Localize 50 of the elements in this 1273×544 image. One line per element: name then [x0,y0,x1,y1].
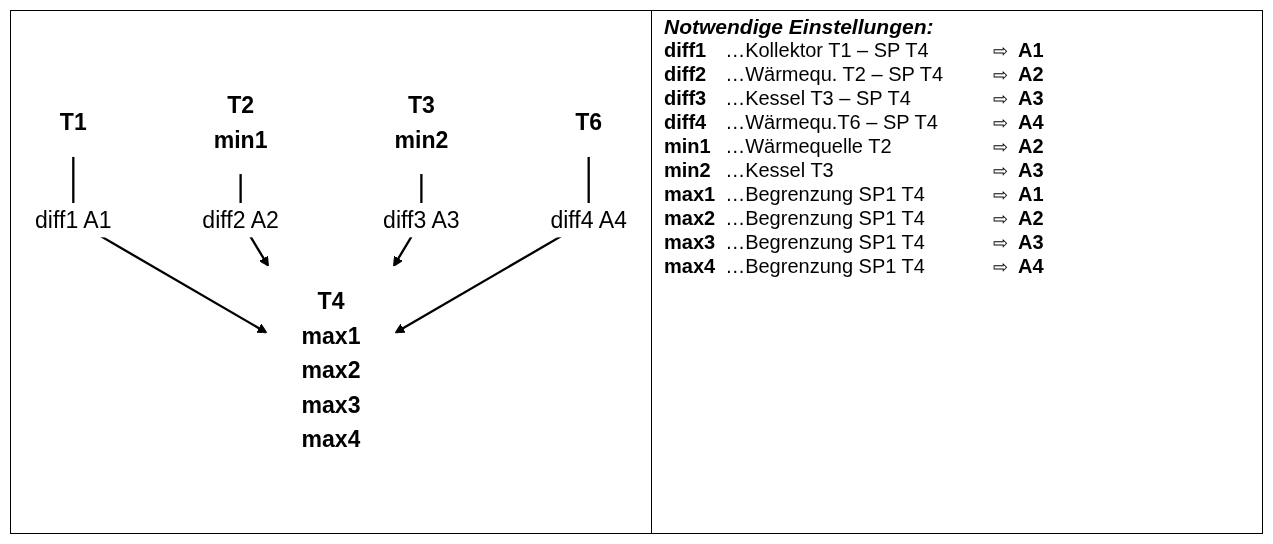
output-name: A3 [1018,231,1045,255]
node-text: T1 [59,109,87,135]
setting-name: min1 [664,135,712,159]
output-name: A2 [1018,207,1045,231]
arrow-symbol: ⇨ [953,87,1019,111]
setting-name: diff2 [664,63,708,87]
panel-heading: Notwendige Einstellungen: [664,15,935,39]
node-text: T6 [575,109,603,135]
setting-name: max3 [664,231,717,255]
setting-name: max4 [664,255,717,279]
setting-name: diff4 [664,111,708,135]
arrow-symbol: ⇨ [953,255,1019,279]
output-name: A1 [1018,39,1045,63]
setting-name: max2 [664,207,717,231]
setting-name: diff3 [664,87,708,111]
output-name: A1 [1018,183,1045,207]
output-name: A3 [1018,87,1045,111]
setting-description: …Begrenzung SP1 T4 [725,207,926,231]
setting-name: min2 [664,159,712,183]
setting-description: …Begrenzung SP1 T4 [725,255,926,279]
output-name: A2 [1018,63,1045,87]
arrow-symbol: ⇨ [953,63,1019,87]
edge-label: diff1 A1 [35,207,112,233]
setting-description: …Begrenzung SP1 T4 [725,231,926,255]
arrow-symbol: ⇨ [953,135,1019,159]
arrow-symbol: ⇨ [953,39,1019,63]
setting-name: diff1 [664,39,708,63]
output-name: A3 [1018,159,1045,183]
arrow-symbol: ⇨ [953,111,1019,135]
setting-description: …Wärmequ. T2 – SP T4 [725,63,945,87]
output-name: A2 [1018,135,1045,159]
arrow-symbol: ⇨ [953,183,1019,207]
arrow-symbol: ⇨ [953,159,1019,183]
setting-description: …Begrenzung SP1 T4 [725,183,926,207]
arrow-symbol: ⇨ [953,207,1019,231]
setting-description: …Kessel T3 [725,159,835,183]
edge-label: diff4 A4 [550,207,627,233]
setting-description: …Kollektor T1 – SP T4 [725,39,930,63]
arrow-symbol: ⇨ [953,231,1019,255]
output-name: A4 [1018,111,1045,135]
output-name: A4 [1018,255,1045,279]
node-text: T4 max1 max2 max3 max4 [301,288,361,452]
setting-description: …Wärmequelle T2 [725,135,893,159]
node-text: T2 min1 [213,92,268,153]
edge-label: diff3 A3 [383,207,460,233]
setting-description: …Wärmequ.T6 – SP T4 [725,111,939,135]
setting-description: …Kessel T3 – SP T4 [725,87,912,111]
node-text: T3 min2 [394,92,449,153]
edge-label: diff2 A2 [202,207,279,233]
setting-name: max1 [664,183,717,207]
